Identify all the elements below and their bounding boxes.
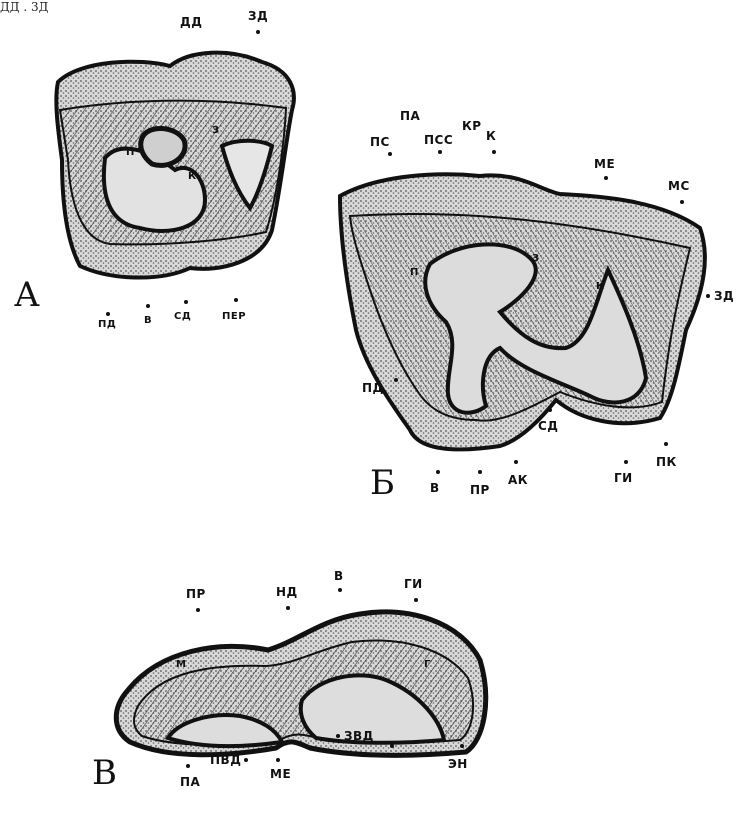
top-caption: ДД . 3Д (0, 0, 48, 14)
label-b-inner-z: З (532, 254, 540, 264)
label-c-v: В (334, 570, 344, 582)
pointer-dot (256, 30, 260, 34)
label-b-pr: ПР (470, 484, 490, 496)
label-b-ms: МС (668, 180, 690, 192)
panel-letter-v: В (92, 756, 117, 790)
pointer-dot (604, 176, 608, 180)
label-c-gi: ГИ (404, 578, 423, 590)
pointer-dot (394, 378, 398, 382)
panel-letter-b: Б (370, 466, 395, 500)
label-b-ps: ПС (370, 136, 390, 148)
label-a-zd: ЗД (248, 10, 268, 22)
label-c-me: МЕ (270, 768, 291, 780)
tooth-b (340, 174, 705, 449)
label-a-per: ПЕР (222, 312, 246, 322)
pointer-dot (244, 758, 248, 762)
panel-letter-a: А (14, 278, 40, 312)
pointer-dot (460, 744, 464, 748)
pointer-dot (146, 304, 150, 308)
label-b-sd: СД (538, 420, 559, 432)
pointer-dot (336, 734, 340, 738)
pointer-dot (286, 606, 290, 610)
label-c-pr: ПР (186, 588, 206, 600)
pointer-dot (548, 408, 552, 412)
label-b-pa: ПА (400, 110, 420, 122)
pointer-dot (234, 298, 238, 302)
pointer-dot (706, 294, 710, 298)
pointer-dot (664, 442, 668, 446)
pointer-dot (478, 470, 482, 474)
pointer-dot (492, 150, 496, 154)
label-b-pk: ПК (656, 456, 677, 468)
pointer-dot (388, 152, 392, 156)
label-c-pvd: ПВД (210, 754, 241, 766)
pointer-dot (624, 460, 628, 464)
pointer-dot (680, 200, 684, 204)
pointer-dot (338, 588, 342, 592)
label-b-pss: ПСС (424, 134, 453, 146)
label-a-inner-p: П (126, 148, 135, 158)
label-c-zvd: ЗВД (344, 730, 374, 742)
pointer-dot (390, 744, 394, 748)
pointer-dot (414, 598, 418, 602)
label-b-pd: ПД (362, 382, 384, 394)
label-a-inner-k: К (188, 172, 197, 182)
tooth-c (116, 612, 485, 755)
label-a-pd: ПД (98, 320, 116, 330)
pointer-dot (184, 300, 188, 304)
pointer-dot (436, 470, 440, 474)
label-b-zd: ЗД (714, 290, 734, 302)
pointer-dot (276, 758, 280, 762)
tooth-a (56, 53, 294, 278)
label-c-en: ЭН (448, 758, 468, 770)
label-a-dd: ДД (180, 16, 202, 28)
pointer-dot (196, 608, 200, 612)
pointer-dot (186, 764, 190, 768)
label-c-pa: ПА (180, 776, 200, 788)
pointer-dot (438, 150, 442, 154)
label-c-inner-m: М (176, 660, 186, 670)
label-b-kr: КР (462, 120, 482, 132)
label-b-gi: ГИ (614, 472, 633, 484)
label-b-k: К (486, 130, 496, 142)
label-b-ak: АК (508, 474, 528, 486)
tooth-a-pit (141, 128, 185, 165)
label-c-nd: НД (276, 586, 298, 598)
pointer-dot (106, 312, 110, 316)
label-b-inner-p: П (410, 268, 419, 278)
label-a-v: В (144, 316, 152, 326)
label-b-v: В (430, 482, 440, 494)
label-c-inner-g: Г (424, 660, 431, 670)
label-a-sd: СД (174, 312, 191, 322)
label-b-me: МЕ (594, 158, 615, 170)
label-b-inner-k: К (596, 282, 605, 292)
label-a-inner-z: З (212, 126, 220, 136)
pointer-dot (514, 460, 518, 464)
